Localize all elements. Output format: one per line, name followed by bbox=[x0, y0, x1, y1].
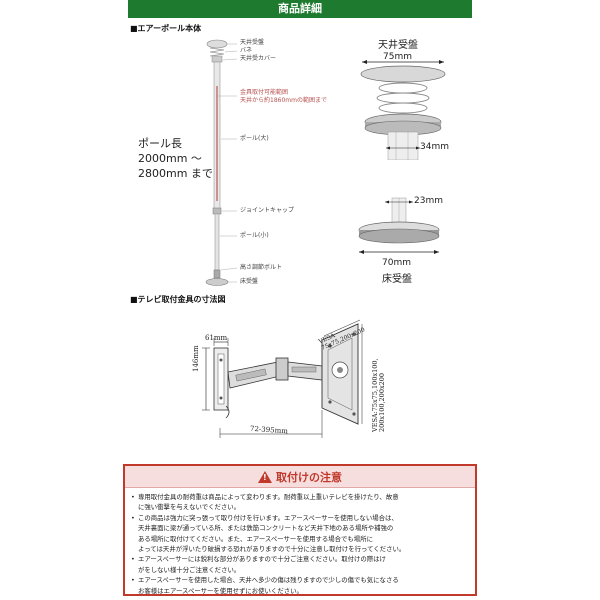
notice-item: に強い衝撃を与えないでください。 bbox=[138, 503, 241, 512]
label-ceiling-plate: 天井受盤 bbox=[240, 39, 265, 46]
ceiling-detail-diagram bbox=[360, 60, 446, 160]
notice-item: 専用取付金具の耐荷重は商品によって変わります。耐荷重以上重いテレビを掛けたり、故… bbox=[131, 492, 469, 503]
dim-61mm: 61mm bbox=[205, 334, 228, 342]
notice-item: この商品は強力に突っ張って取り付けを行います。エアースペーサーを使用しない場合は… bbox=[131, 513, 469, 524]
vesa-label-2-line2: 200x100,200x200 bbox=[378, 372, 387, 432]
ceiling-detail-title: 天井受盤 bbox=[378, 40, 418, 51]
label-floor-plate: 床受盤 bbox=[240, 278, 259, 285]
page-header: 商品詳細 bbox=[128, 0, 472, 18]
notice-list: 専用取付金具の耐荷重は商品によって変わります。耐荷重以上重いテレビを掛けたり、故… bbox=[125, 488, 475, 596]
dim-146mm: 146mm bbox=[192, 345, 200, 372]
floor-plate-shape bbox=[205, 278, 229, 286]
vesa-label-2: VESA:75x75,100x100, 200x100,200x200 bbox=[371, 358, 387, 432]
pole-diagram bbox=[205, 39, 238, 286]
ceiling-plate-shape bbox=[206, 39, 228, 49]
floor-pole-diameter: 23mm bbox=[414, 196, 443, 206]
section-title-bracket: ■テレビ取付金具の寸法図 bbox=[130, 295, 226, 304]
label-pole-small: ポール(小) bbox=[240, 232, 269, 239]
floor-detail-title: 床受盤 bbox=[382, 274, 412, 285]
spring-shape bbox=[209, 47, 225, 57]
label-height-bolt: 高さ調節ボルト bbox=[240, 264, 283, 271]
notice-item: お客様はエアースペーサーを使用せずにお使いください。 bbox=[138, 586, 303, 595]
notice-item: ある場所に取付けてください。また、エアースペーサーを使用する場合でも場所に bbox=[138, 534, 373, 543]
label-spring: バネ bbox=[240, 47, 253, 54]
pole-length-line1: ポール長 bbox=[138, 137, 182, 150]
ceiling-pole-diameter: 34mm bbox=[420, 142, 449, 152]
notice-item: よっては天井が浮いたり破損する恐れがありますので十分に注意し取付けを行ってくださ… bbox=[138, 545, 406, 554]
notice-item: 天井裏面に梁が通っている所、または鉄筋コンクリートなど天井下地のある場所や補強の bbox=[138, 524, 394, 533]
bracket-diagram bbox=[202, 319, 363, 438]
pole-length-line2: 2000mm ～ bbox=[138, 151, 202, 165]
notice-title: 取付けの注意 bbox=[276, 470, 342, 484]
height-bolt-shape bbox=[213, 269, 221, 279]
pole-length-label: ポール長 2000mm ～ 2800mm まで bbox=[138, 137, 213, 182]
ceiling-cover-shape bbox=[211, 55, 223, 63]
installation-notice: ! 取付けの注意 専用取付金具の耐荷重は商品によって変わります。耐荷重以上重いテ… bbox=[123, 464, 477, 596]
label-ceiling-cover: 天井受カバー bbox=[240, 55, 277, 62]
pole-small-shape bbox=[214, 213, 220, 271]
label-pole-large: ポール(大) bbox=[240, 135, 269, 142]
floor-diameter: 70mm bbox=[382, 258, 411, 268]
ceiling-diameter: 75mm bbox=[383, 52, 412, 62]
notice-item: エアースペーサーを使用した場合、天井へ多少の傷は残りますので少しの傷でも気になさ… bbox=[131, 575, 469, 586]
label-joint-cap: ジョイントキャップ bbox=[240, 207, 295, 214]
floor-detail-diagram bbox=[358, 197, 440, 254]
warning-icon: ! bbox=[258, 470, 272, 483]
label-mount-range-2: 天井から約1860mmの範囲まで bbox=[240, 97, 327, 104]
joint-cap-shape bbox=[212, 207, 222, 215]
notice-header: ! 取付けの注意 bbox=[125, 466, 475, 488]
notice-item: がをしない様十分ご注意ください。 bbox=[138, 565, 241, 574]
notice-item: エアースペーサーには鋭利な部分がありますので十分ご注意ください。取付けの際はけ bbox=[131, 554, 469, 565]
section-title-pole: ■エアーポール本体 bbox=[130, 24, 202, 33]
label-mount-range-1: 金具取付可能範囲 bbox=[240, 89, 289, 96]
pole-length-line3: 2800mm まで bbox=[138, 166, 213, 180]
